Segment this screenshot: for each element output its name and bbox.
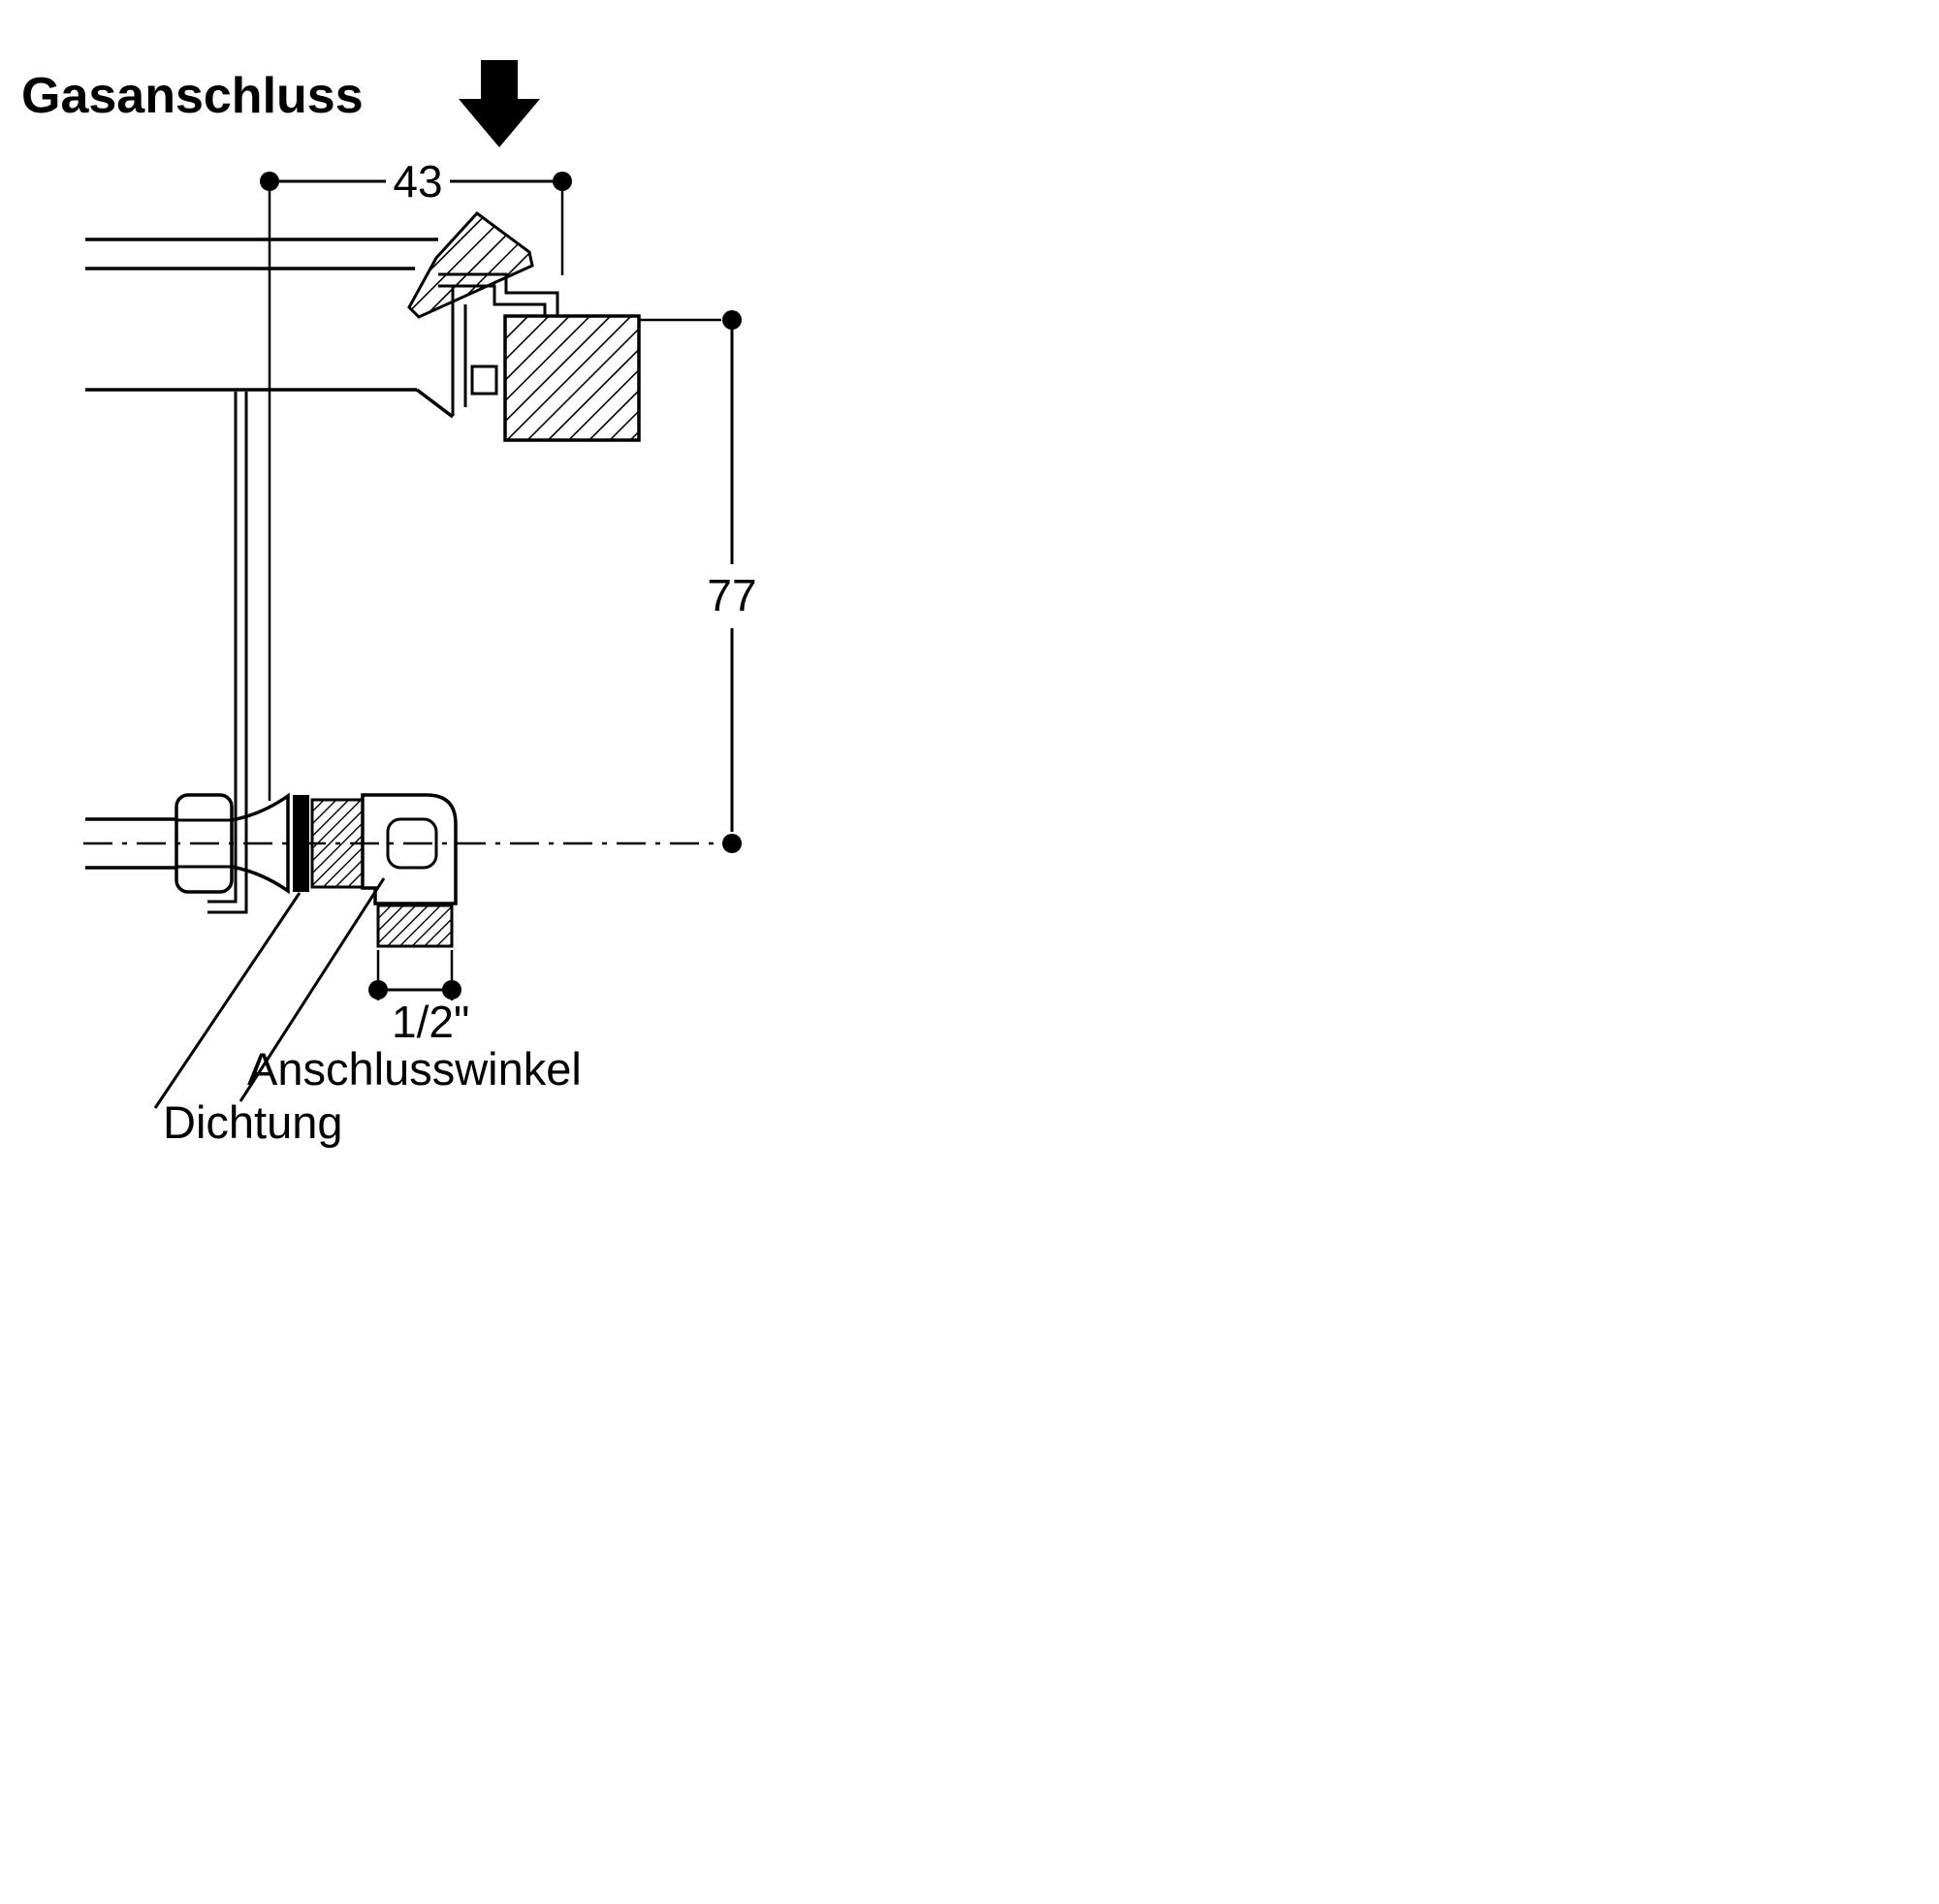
worktop-section xyxy=(85,238,455,419)
gas-inlet-block-section xyxy=(503,314,641,442)
leader-lines xyxy=(153,877,386,1109)
dimension-thread-size xyxy=(376,950,454,1000)
dimension-endpoint-dot xyxy=(722,310,742,330)
outlet-thread-section xyxy=(376,904,454,948)
dimension-endpoint-dot xyxy=(553,172,572,191)
label-seal: Dichtung xyxy=(163,1096,343,1148)
leader-connection-elbow xyxy=(238,877,386,1102)
appliance-housing-profile xyxy=(438,272,559,416)
dimension-right-height-value: 77 xyxy=(707,570,756,620)
dimension-top-width-value: 43 xyxy=(393,156,442,206)
clamp-bracket-section xyxy=(407,210,534,319)
dimension-right-height xyxy=(639,318,734,832)
elbow-back-face xyxy=(386,817,438,870)
dimension-top-width xyxy=(268,179,564,801)
page-title: Gasanschluss xyxy=(21,68,364,124)
dimension-endpoint-dot xyxy=(442,980,461,1000)
label-connection-elbow: Anschlusswinkel xyxy=(247,1043,582,1095)
dimension-endpoint-dot xyxy=(722,834,742,853)
dimension-endpoint-dot xyxy=(260,172,279,191)
down-arrow-icon xyxy=(459,60,540,147)
dimension-thread-size-value: 1/2" xyxy=(392,997,469,1047)
leader-seal xyxy=(153,892,302,1109)
dimension-endpoint-dot xyxy=(368,980,388,1000)
gas-pipe xyxy=(85,817,176,870)
flare-fitting xyxy=(231,792,290,895)
mounting-bracket xyxy=(207,392,248,914)
